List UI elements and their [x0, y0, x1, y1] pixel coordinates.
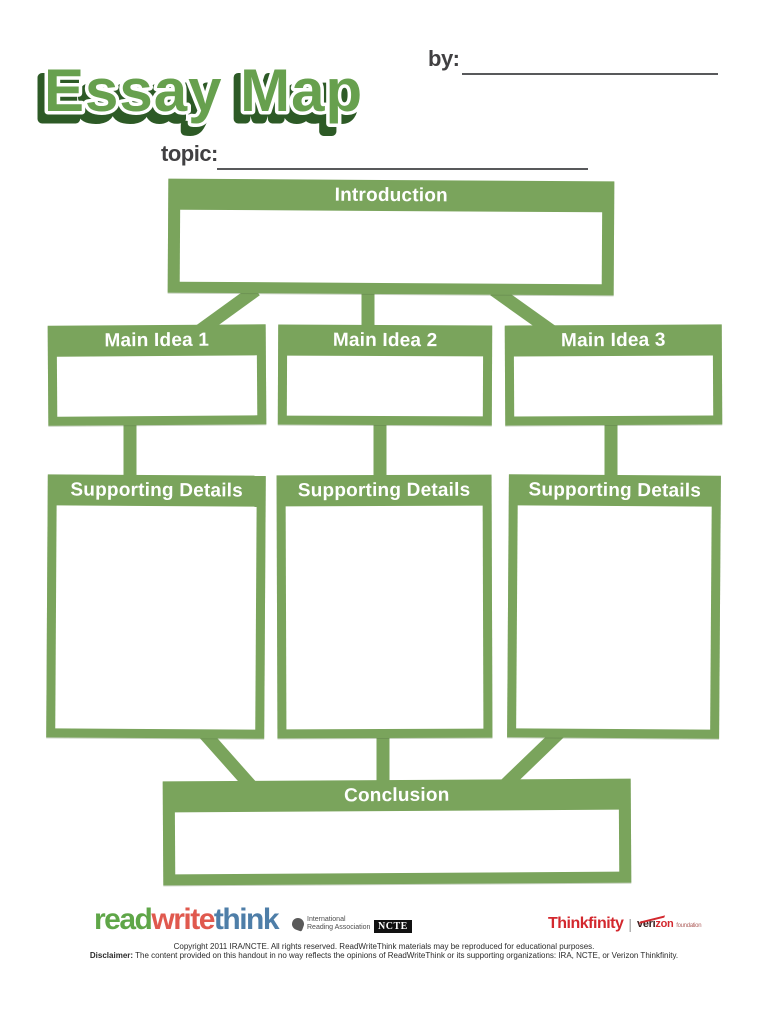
by-input-line[interactable]: [462, 49, 718, 75]
ira-line1: International: [307, 916, 346, 923]
supporting-details-3-box: Supporting Details: [507, 474, 721, 739]
ira-logo: International Reading Association: [290, 916, 370, 932]
supporting-details-1-write-area[interactable]: [55, 505, 257, 730]
ira-logo-icon: [290, 916, 306, 932]
introduction-write-area[interactable]: [179, 209, 603, 285]
main-idea-1-box: Main Idea 1: [47, 324, 267, 426]
readwritethink-logo: readwritethink: [94, 903, 280, 937]
page-title-art: Essay Map Essay Map: [34, 54, 366, 137]
topic-label: topic:: [161, 141, 218, 166]
conclusion-write-area[interactable]: [174, 809, 620, 875]
connector-details1-to-conclusion: [199, 728, 257, 792]
main-idea-1-label: Main Idea 1: [104, 329, 210, 352]
disclaimer-label: Disclaimer:: [89, 951, 134, 960]
rwt-read-text: read: [94, 903, 153, 936]
by-label: by:: [428, 46, 460, 71]
main-idea-2-label: Main Idea 2: [332, 329, 438, 352]
supporting-details-3-write-area[interactable]: [516, 505, 712, 730]
ira-logo-text: International Reading Association: [307, 916, 370, 932]
disclaimer-body: The content provided on this handout in …: [135, 951, 679, 960]
verizon-foundation-text: foundation: [676, 923, 702, 929]
copyright-text: Copyright 2011 IRA/NCTE. All rights rese…: [173, 942, 595, 951]
topic-input-line[interactable]: [217, 144, 588, 170]
supporting-details-3-label: Supporting Details: [528, 479, 702, 502]
main-idea-3-write-area[interactable]: [513, 355, 714, 417]
introduction-box: Introduction: [167, 178, 615, 296]
introduction-label: Introduction: [334, 184, 448, 207]
rwt-think-text: think: [213, 903, 280, 936]
conclusion-box: Conclusion: [162, 778, 632, 886]
ira-line2: Reading Association: [307, 924, 371, 931]
logo-divider: |: [628, 916, 633, 932]
main-idea-3-label: Main Idea 3: [560, 329, 666, 352]
main-idea-2-box: Main Idea 2: [277, 324, 493, 426]
supporting-details-1-box: Supporting Details: [46, 474, 266, 739]
rwt-write-text: write: [151, 903, 215, 936]
conclusion-label: Conclusion: [343, 784, 450, 807]
main-idea-3-box: Main Idea 3: [504, 324, 723, 426]
page-title: Essay Map: [44, 57, 363, 124]
main-idea-1-write-area[interactable]: [56, 355, 258, 417]
page-title-shadow: Essay Map: [38, 65, 357, 132]
supporting-details-2-write-area[interactable]: [285, 505, 484, 730]
thinkfinity-verizon-logos: Thinkfinity | verizon foundation: [548, 905, 702, 933]
thinkfinity-logo-text: Thinkfinity: [548, 915, 624, 932]
verizon-foundation-logo: verizon foundation: [637, 905, 702, 930]
verizon-veri-text: veri: [637, 918, 656, 930]
supporting-details-2-box: Supporting Details: [276, 474, 493, 739]
verizon-zon-text: zon: [655, 918, 674, 930]
ncte-logo: NCTE: [374, 920, 412, 933]
main-idea-2-write-area[interactable]: [286, 355, 484, 417]
supporting-details-2-label: Supporting Details: [297, 479, 471, 502]
disclaimer-text: Disclaimer: The content provided on this…: [0, 951, 768, 960]
connector-details3-to-conclusion: [498, 728, 564, 792]
supporting-details-1-label: Supporting Details: [70, 479, 244, 502]
